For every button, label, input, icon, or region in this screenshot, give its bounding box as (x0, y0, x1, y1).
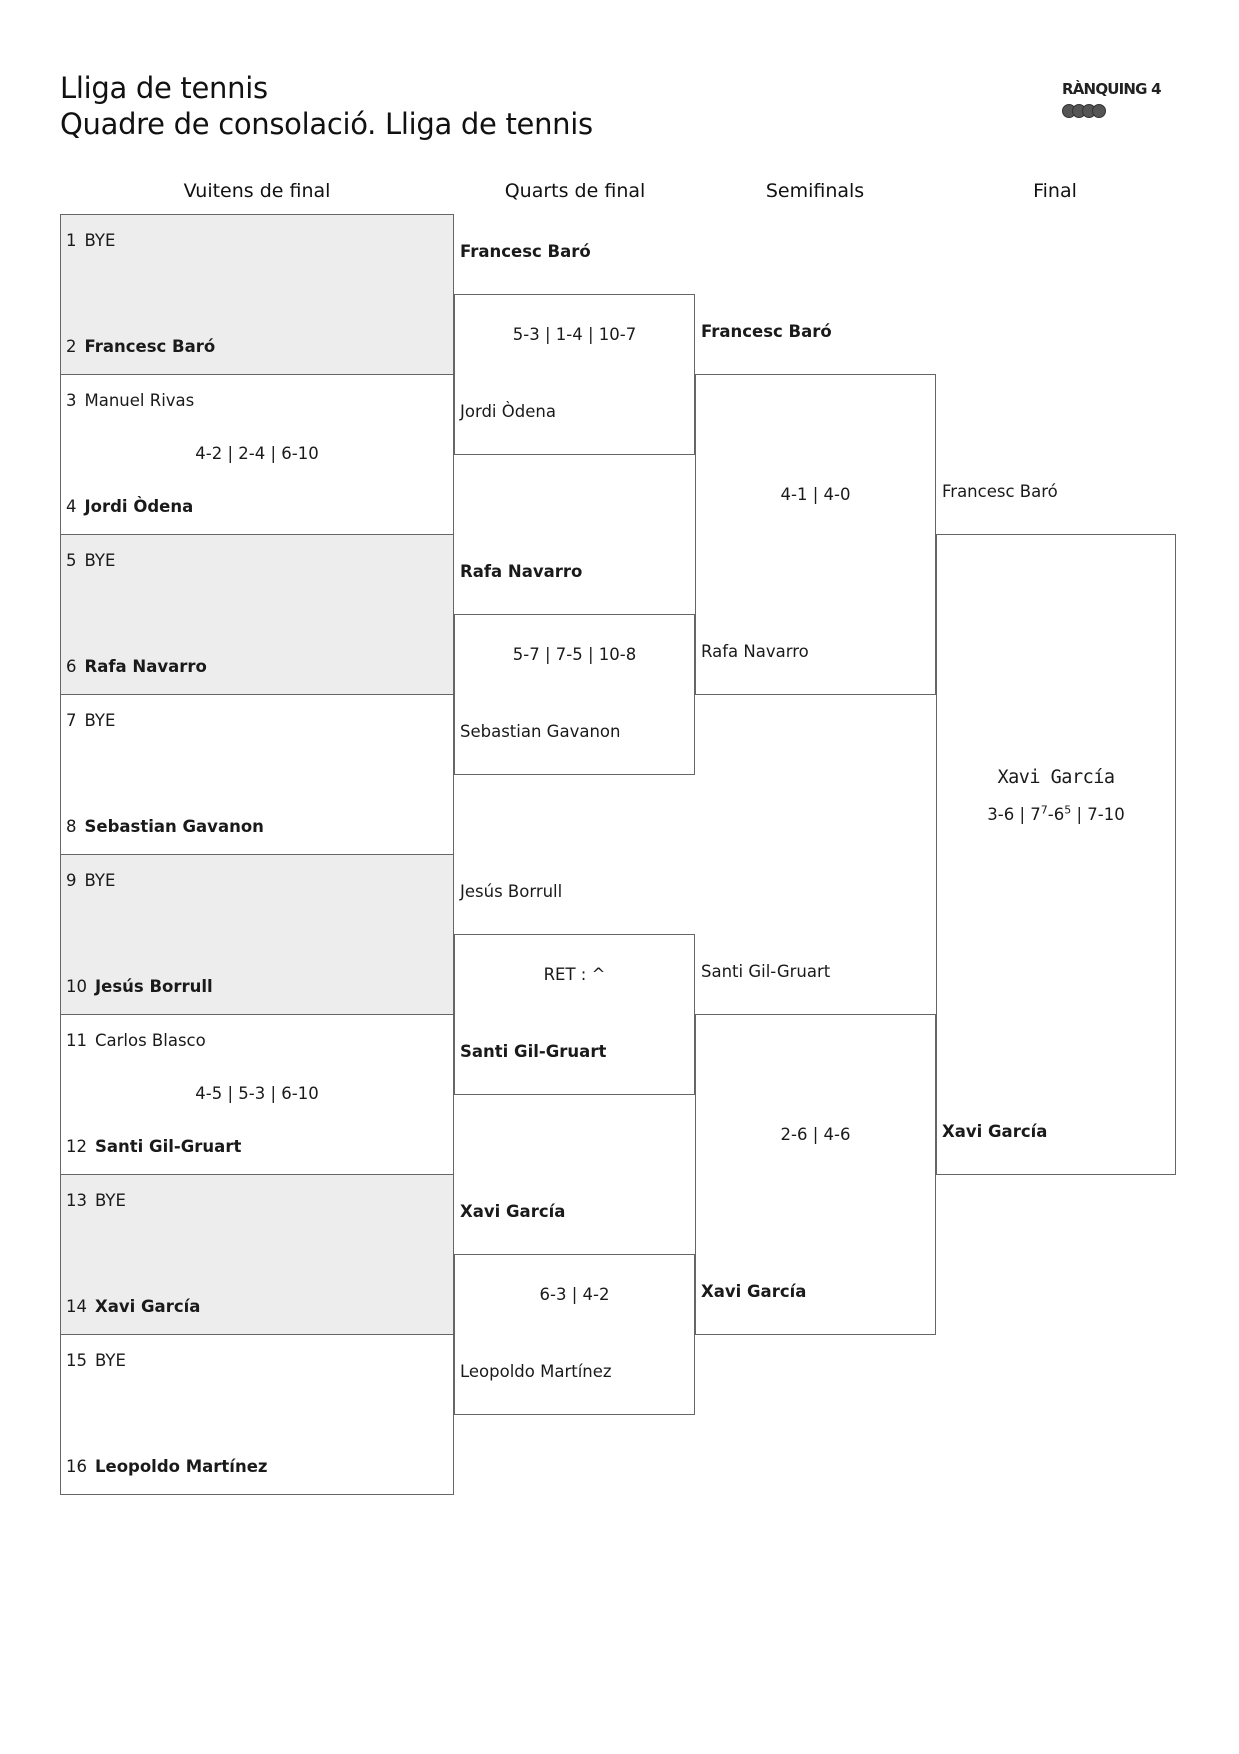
seed-number: 4 (66, 497, 77, 516)
seed-number: 11 (66, 1031, 87, 1050)
round-header-final: Final (1033, 180, 1077, 202)
qf-match-box (454, 934, 695, 1095)
player-name: Jesús Borrull (95, 977, 213, 996)
final-score: 3-6 | 77-65 | 7-10 (936, 803, 1176, 825)
seed-number: 2 (66, 337, 77, 356)
sf-match-box (695, 1014, 936, 1335)
seed-number: 15 (66, 1351, 87, 1370)
sf-player-a: Francesc Baró (701, 322, 832, 341)
seed-number: 14 (66, 1297, 87, 1316)
sf-player-b: Rafa Navarro (701, 642, 809, 661)
sf-player-a: Santi Gil-Gruart (701, 962, 831, 981)
r16-entry-b: 4 Jordi Òdena (66, 497, 193, 516)
seed-number: 1 (66, 231, 77, 250)
player-name: Xavi García (95, 1297, 201, 1316)
r16-entry-a: 5 BYE (66, 551, 115, 570)
player-name: Jordi Òdena (84, 497, 194, 516)
r16-entry-b: 12 Santi Gil-Gruart (66, 1137, 241, 1156)
page-title: Lliga de tennis (60, 71, 268, 105)
qf-score: RET : ^ (543, 965, 606, 984)
qf-player-b: Leopoldo Martínez (460, 1362, 612, 1381)
r16-entry-a: 3 Manuel Rivas (66, 391, 194, 410)
r16-entry-a: 15 BYE (66, 1351, 126, 1370)
tiebreak-score: 5 (1064, 803, 1072, 817)
seed-number: 13 (66, 1191, 87, 1210)
page-title-block: Lliga de tennis Quadre de consolació. Ll… (60, 70, 593, 142)
sf-score: 2-6 | 4-6 (780, 1125, 851, 1144)
champion-name: Xavi García (997, 767, 1115, 788)
player-name: BYE (84, 711, 116, 730)
seed-number: 6 (66, 657, 77, 676)
logo-dots-icon (1062, 104, 1162, 118)
player-name: BYE (84, 231, 116, 250)
logo-text: RÀNQUING 4 (1062, 80, 1162, 98)
r16-match-box (60, 214, 454, 375)
qf-player-b: Santi Gil-Gruart (460, 1042, 607, 1061)
seed-number: 7 (66, 711, 77, 730)
round-header-r16: Vuitens de final (183, 180, 331, 202)
sf-player-b: Xavi García (701, 1282, 807, 1301)
set-score: | 7-10 (1071, 805, 1125, 824)
qf-player-a: Francesc Baró (460, 242, 591, 261)
r16-score: 4-2 | 2-4 | 6-10 (195, 444, 319, 463)
qf-score: 5-3 | 1-4 | 10-7 (512, 325, 637, 344)
r16-match-box (60, 1334, 454, 1495)
seed-number: 3 (66, 391, 77, 410)
player-name: Leopoldo Martínez (95, 1457, 268, 1476)
qf-player-b: Sebastian Gavanon (460, 722, 621, 741)
qf-player-b: Jordi Òdena (460, 402, 556, 421)
r16-entry-b: 14 Xavi García (66, 1297, 200, 1316)
qf-player-a: Xavi García (460, 1202, 566, 1221)
qf-match-box (454, 294, 695, 455)
r16-entry-a: 1 BYE (66, 231, 115, 250)
seed-number: 9 (66, 871, 77, 890)
qf-score: 6-3 | 4-2 (539, 1285, 610, 1304)
final-player-b: Xavi García (942, 1122, 1048, 1141)
r16-entry-b: 16 Leopoldo Martínez (66, 1457, 268, 1476)
r16-match-box (60, 1174, 454, 1335)
seed-number: 8 (66, 817, 77, 836)
player-name: Sebastian Gavanon (84, 817, 264, 836)
final-match-box (936, 534, 1176, 1175)
r16-entry-a: 11 Carlos Blasco (66, 1031, 206, 1050)
player-name: Carlos Blasco (95, 1031, 206, 1050)
player-name: BYE (95, 1191, 126, 1210)
player-name: Rafa Navarro (84, 657, 207, 676)
seed-number: 5 (66, 551, 77, 570)
r16-entry-a: 7 BYE (66, 711, 115, 730)
player-name: BYE (84, 871, 116, 890)
sf-score: 4-1 | 4-0 (780, 485, 851, 504)
ranking-logo: RÀNQUING 4 (1062, 80, 1162, 124)
sf-match-box (695, 374, 936, 695)
qf-player-a: Rafa Navarro (460, 562, 583, 581)
r16-match-box (60, 854, 454, 1015)
player-name: Francesc Baró (84, 337, 216, 356)
r16-score: 4-5 | 5-3 | 6-10 (195, 1084, 319, 1103)
seed-number: 10 (66, 977, 87, 996)
round-header-qf: Quarts de final (504, 180, 646, 202)
set-score: -6 (1047, 805, 1065, 824)
r16-entry-b: 8 Sebastian Gavanon (66, 817, 264, 836)
seed-number: 12 (66, 1137, 87, 1156)
r16-entry-a: 9 BYE (66, 871, 115, 890)
r16-entry-b: 2 Francesc Baró (66, 337, 215, 356)
r16-entry-b: 6 Rafa Navarro (66, 657, 207, 676)
r16-entry-a: 13 BYE (66, 1191, 126, 1210)
qf-match-box (454, 614, 695, 775)
set-score: 3-6 | 7 (987, 805, 1041, 824)
tiebreak-score: 7 (1040, 803, 1048, 817)
page-subtitle: Quadre de consolació. Lliga de tennis (60, 107, 593, 141)
r16-match-box (60, 534, 454, 695)
final-player-a: Francesc Baró (942, 482, 1058, 501)
r16-entry-b: 10 Jesús Borrull (66, 977, 213, 996)
player-name: BYE (95, 1351, 126, 1370)
player-name: Manuel Rivas (84, 391, 195, 410)
qf-player-a: Jesús Borrull (460, 882, 563, 901)
qf-score: 5-7 | 7-5 | 10-8 (512, 645, 637, 664)
player-name: BYE (84, 551, 116, 570)
round-header-sf: Semifinals (765, 180, 865, 202)
seed-number: 16 (66, 1457, 87, 1476)
qf-match-box (454, 1254, 695, 1415)
player-name: Santi Gil-Gruart (95, 1137, 242, 1156)
